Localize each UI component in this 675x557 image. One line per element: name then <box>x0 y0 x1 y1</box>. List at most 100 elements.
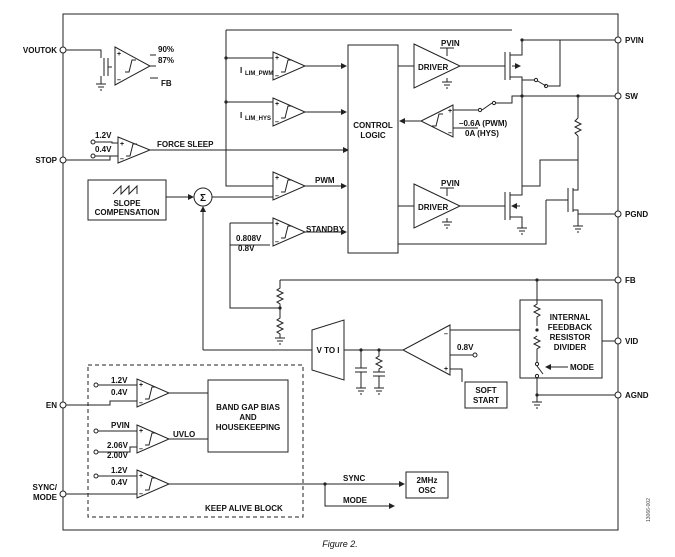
svg-text:–: – <box>444 331 448 338</box>
svg-text:VID: VID <box>625 337 639 346</box>
svg-text:SLOPE: SLOPE <box>113 199 141 208</box>
svg-text:LIM_PWM: LIM_PWM <box>245 71 273 77</box>
svg-text:+: + <box>275 55 279 62</box>
zero-cross-comparator: + – –0.6A (PWM) 0A (HYS) <box>399 95 522 138</box>
internal-feedback-divider: INTERNAL FEEDBACK RESISTOR DIVIDER MODE <box>519 278 615 409</box>
svg-text:0.8V: 0.8V <box>238 244 255 253</box>
svg-text:CONTROL: CONTROL <box>353 121 393 130</box>
svg-text:DRIVER: DRIVER <box>418 63 448 72</box>
pvin-sense-switch <box>522 39 561 89</box>
low-side-driver: DRIVER PVIN <box>398 179 505 229</box>
svg-text:MODE: MODE <box>343 496 368 505</box>
low-side-fet <box>504 96 527 235</box>
force-sleep-comparator: + – 1.2V 0.4V FORCE SLEEP <box>66 131 349 164</box>
svg-text:+: + <box>275 175 279 182</box>
svg-text:INTERNAL: INTERNAL <box>550 313 591 322</box>
svg-text:+: + <box>448 108 452 115</box>
svg-text:FORCE SLEEP: FORCE SLEEP <box>157 140 214 149</box>
svg-text:+: + <box>275 221 279 228</box>
current-sense-fet <box>398 96 615 245</box>
chip-boundary <box>62 13 619 531</box>
svg-text:+: + <box>275 101 279 108</box>
svg-text:SYNC/: SYNC/ <box>33 483 58 492</box>
svg-text:DRIVER: DRIVER <box>418 203 448 212</box>
svg-text:PWM: PWM <box>315 176 335 185</box>
svg-text:+: + <box>444 366 448 373</box>
svg-text:PGND: PGND <box>625 210 648 219</box>
svg-text:SYNC: SYNC <box>343 474 365 483</box>
voutok-transistor <box>66 49 112 91</box>
svg-text:AND: AND <box>239 413 257 422</box>
svg-text:Σ: Σ <box>200 193 206 204</box>
pin-pgnd: PGND <box>614 210 648 219</box>
slope-compensation-block: SLOPE COMPENSATION <box>87 179 194 221</box>
svg-text:2MHz: 2MHz <box>417 476 438 485</box>
soft-start-block: SOFT START <box>464 381 508 409</box>
svg-text:MODE: MODE <box>570 363 595 372</box>
svg-text:–: – <box>117 77 121 84</box>
svg-text:COMPENSATION: COMPENSATION <box>95 208 160 217</box>
high-side-driver: DRIVER PVIN <box>398 39 505 89</box>
svg-text:+: + <box>139 382 143 389</box>
svg-text:–: – <box>120 156 124 163</box>
svg-text:I: I <box>240 66 242 75</box>
svg-text:1.2V: 1.2V <box>111 376 128 385</box>
svg-text:SOFT: SOFT <box>475 386 496 395</box>
svg-text:V TO I: V TO I <box>317 346 340 355</box>
document-id: 13066-002 <box>646 498 652 522</box>
control-logic-block: CONTROL LOGIC <box>347 44 399 254</box>
svg-text:AGND: AGND <box>625 391 649 400</box>
svg-text:DIVIDER: DIVIDER <box>554 343 587 352</box>
svg-text:2.00V: 2.00V <box>107 451 129 460</box>
svg-text:PVIN: PVIN <box>441 179 460 188</box>
svg-text:0A (HYS): 0A (HYS) <box>465 129 499 138</box>
svg-text:PVIN: PVIN <box>441 39 460 48</box>
pin-stop: STOP <box>35 156 67 165</box>
svg-text:FEEDBACK: FEEDBACK <box>548 323 593 332</box>
pin-pvin: PVIN <box>614 36 644 45</box>
svg-text:–: – <box>139 446 143 453</box>
svg-text:LOGIC: LOGIC <box>360 131 386 140</box>
pin-voutok: VOUTOK <box>23 46 67 55</box>
v-to-i-block: V TO I <box>203 319 403 381</box>
pin-agnd: AGND <box>614 391 649 400</box>
compensation-network <box>355 348 385 395</box>
svg-text:HOUSEKEEPING: HOUSEKEEPING <box>216 423 280 432</box>
svg-text:SW: SW <box>625 92 638 101</box>
ilim-hys-comparator: + – I LIM_HYS <box>240 97 347 127</box>
error-amplifier: – + 0.8V <box>401 324 535 382</box>
svg-text:+: + <box>139 428 143 435</box>
svg-text:–: – <box>139 400 143 407</box>
svg-text:KEEP ALIVE BLOCK: KEEP ALIVE BLOCK <box>205 504 283 513</box>
svg-text:–: – <box>139 491 143 498</box>
high-side-fet <box>504 38 615 96</box>
svg-text:FB: FB <box>161 79 172 88</box>
pin-vid: VID <box>614 337 639 346</box>
svg-text:2.06V: 2.06V <box>107 441 129 450</box>
svg-text:–: – <box>275 119 279 126</box>
keep-alive-block: KEEP ALIVE BLOCK <box>87 364 304 518</box>
svg-text:90%: 90% <box>158 45 174 54</box>
osc-block: 2MHz OSC <box>405 471 449 499</box>
svg-text:+: + <box>139 473 143 480</box>
svg-text:RESISTOR: RESISTOR <box>550 333 591 342</box>
pin-sw: SW <box>614 92 638 101</box>
svg-text:STOP: STOP <box>35 156 57 165</box>
svg-text:MODE: MODE <box>33 493 58 502</box>
svg-text:0.4V: 0.4V <box>95 145 112 154</box>
svg-text:–: – <box>275 73 279 80</box>
uvlo-comparator: + – PVIN 2.06V 2.00V UVLO <box>93 421 208 460</box>
svg-text:STANDBY: STANDBY <box>306 225 345 234</box>
svg-text:+: + <box>117 51 121 58</box>
svg-text:–0.6A (PWM): –0.6A (PWM) <box>459 119 507 128</box>
svg-text:–: – <box>275 193 279 200</box>
svg-text:OSC: OSC <box>418 486 436 495</box>
figure-caption: Figure 2. <box>322 539 358 549</box>
svg-text:–: – <box>275 239 279 246</box>
voutok-comparator: + – 90% 87% FB <box>114 45 174 88</box>
svg-text:+: + <box>120 141 124 148</box>
svg-text:FB: FB <box>625 276 636 285</box>
band-gap-block: BAND GAP BIAS AND HOUSEKEEPING <box>207 379 289 453</box>
svg-text:–: – <box>448 130 452 137</box>
